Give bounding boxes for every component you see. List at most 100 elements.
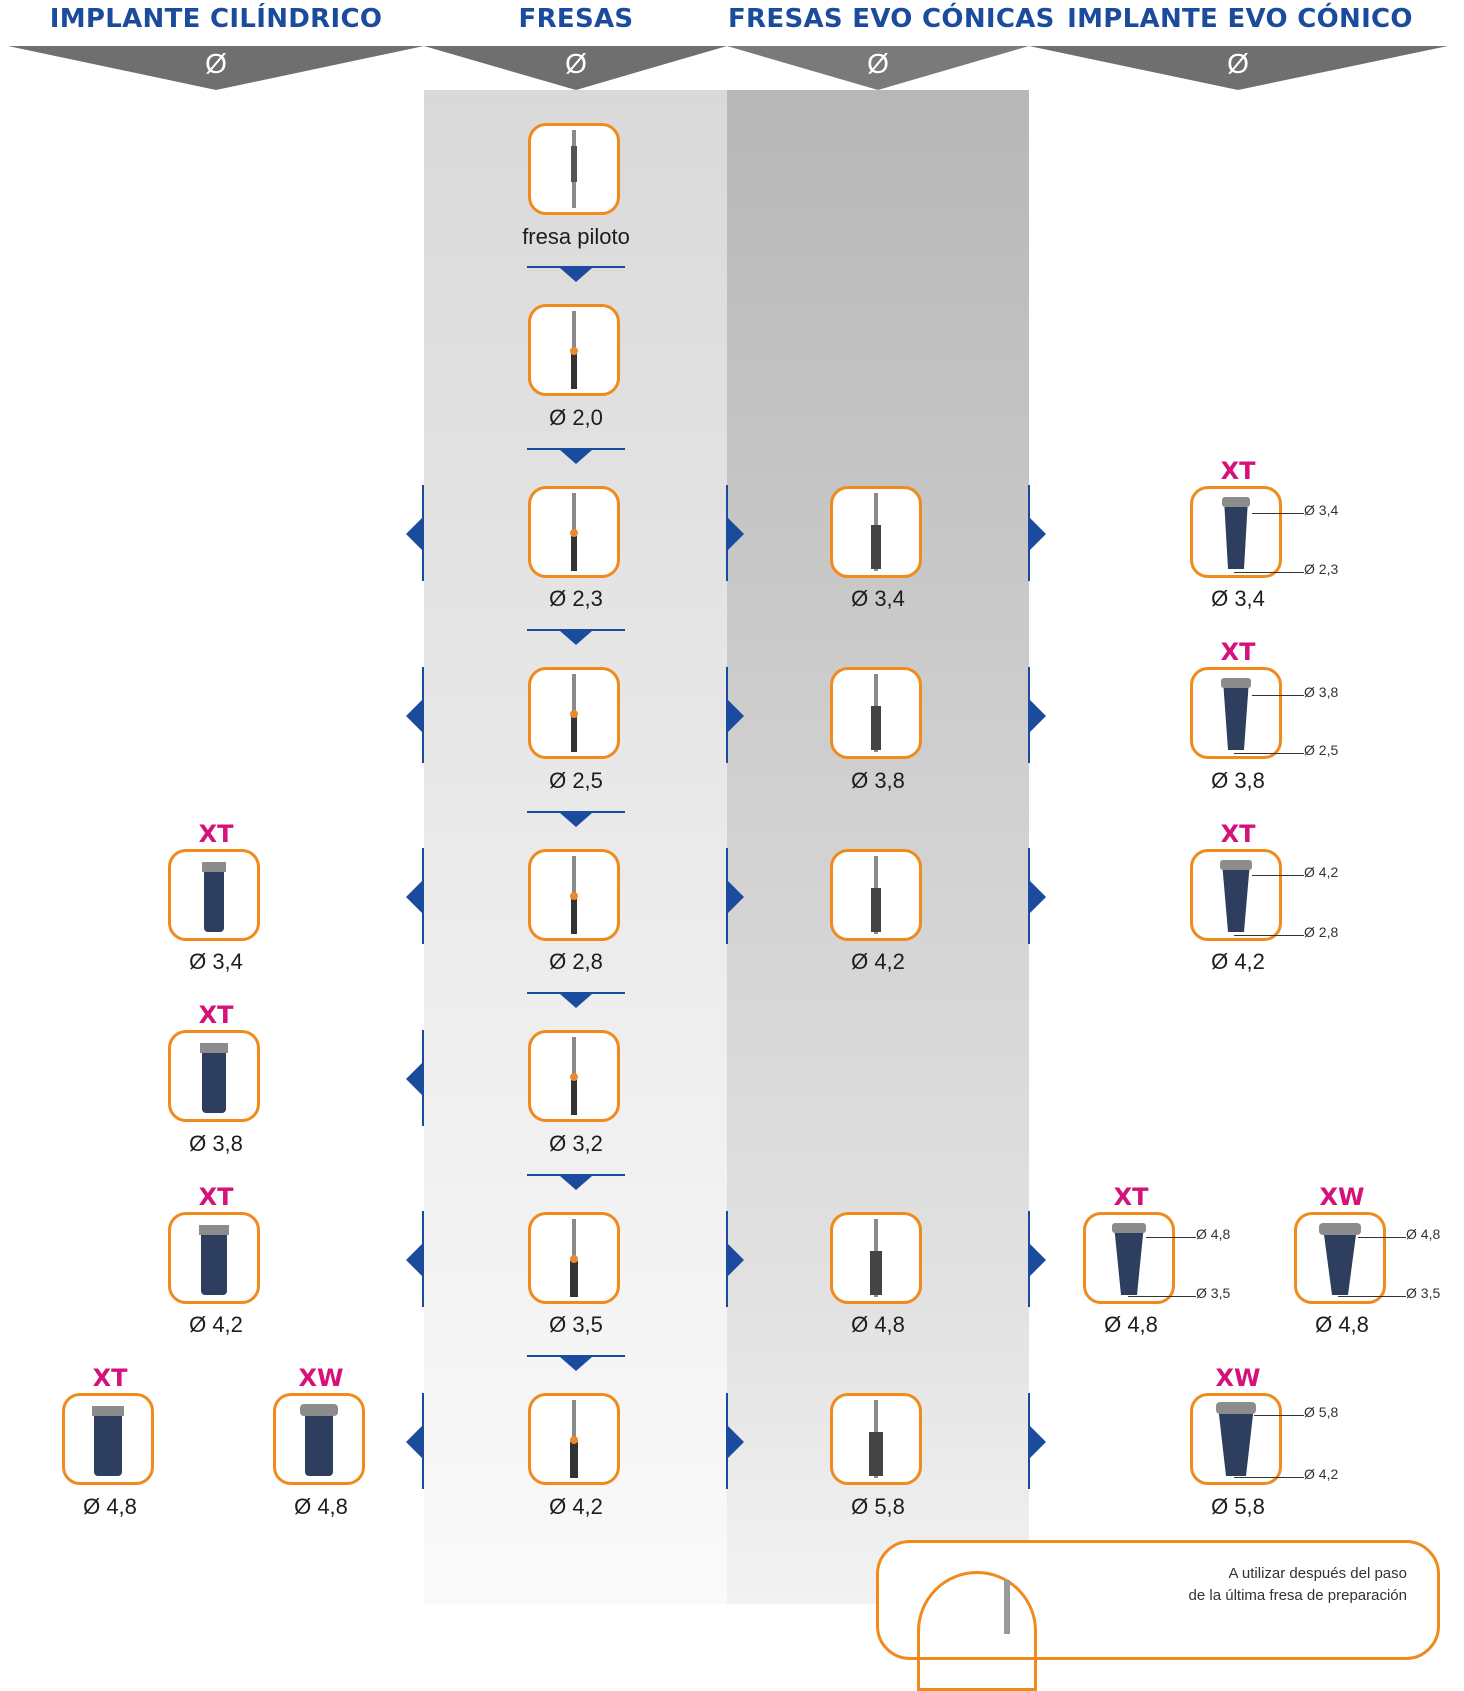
evo-drill-card-4-2[interactable] (830, 849, 922, 941)
implant-tag: XT (198, 820, 234, 848)
cyl-implant-card-4-8-xt[interactable] (62, 1393, 154, 1485)
evo-drill-icon (869, 1400, 883, 1478)
cyl-implant-label-3-8: Ø 3,8 (189, 1131, 243, 1156)
dimension-line (1252, 513, 1304, 514)
flow-divider (527, 811, 625, 813)
evo-implant-card-4-2[interactable] (1190, 849, 1282, 941)
drill-3-5-icon (570, 1219, 578, 1297)
drill-label-pilot: fresa piloto (522, 224, 630, 249)
header-implante-cilindrico: IMPLANTE CILÍNDRICO (49, 4, 383, 34)
drill-label-4-2: Ø 4,2 (549, 1494, 603, 1519)
dimension-top: Ø 3,4 (1304, 502, 1339, 518)
evo-fresas-column-bg (727, 90, 1029, 1604)
arrow-right (1030, 881, 1046, 913)
implant-icon (92, 1406, 124, 1476)
diameter-symbol-evo-fresas: Ø (867, 48, 889, 79)
arrow-right (728, 1426, 744, 1458)
arrow-right (1030, 1426, 1046, 1458)
evo-implant-label-4-8-xw: Ø 4,8 (1315, 1312, 1369, 1337)
implant-tag: XT (1220, 820, 1256, 848)
evo-implant-card-3-8[interactable] (1190, 667, 1282, 759)
drill-card-2-8[interactable] (528, 849, 620, 941)
header-banner (8, 46, 1448, 90)
evo-implant-card-4-8-xt[interactable] (1083, 1212, 1175, 1304)
evo-drill-card-3-4[interactable] (830, 486, 922, 578)
drill-card-3-2[interactable] (528, 1030, 620, 1122)
implant-icon (1220, 860, 1252, 932)
flow-arrow-down (560, 631, 592, 645)
connector-right (726, 1211, 728, 1307)
dimension-bottom: Ø 2,3 (1304, 561, 1339, 577)
diameter-symbol-fresas: Ø (565, 48, 587, 79)
evo-implant-label-4-8-xt: Ø 4,8 (1104, 1312, 1158, 1337)
drill-label-2-0: Ø 2,0 (549, 405, 603, 430)
arrow-right (1030, 518, 1046, 550)
arrow-right (728, 1244, 744, 1276)
dimension-bottom: Ø 3,5 (1406, 1285, 1441, 1301)
implant-icon (202, 862, 226, 932)
connector-left (422, 667, 424, 763)
arrow-left (406, 1063, 422, 1095)
drill-card-3-5[interactable] (528, 1212, 620, 1304)
evo-drill-icon (871, 493, 881, 571)
dimension-line (1252, 875, 1304, 876)
flow-divider (527, 992, 625, 994)
implant-icon (1222, 497, 1250, 569)
arrow-left (406, 881, 422, 913)
evo-implant-card-3-4[interactable] (1190, 486, 1282, 578)
drill-2-5-icon (570, 674, 578, 752)
flow-arrow-down (560, 1176, 592, 1190)
connector-right (726, 1393, 728, 1489)
implant-tag: XT (1220, 457, 1256, 485)
dimension-top: Ø 4,2 (1304, 864, 1339, 880)
dimension-line (1252, 695, 1304, 696)
diameter-symbol-evo-implante: Ø (1227, 48, 1249, 79)
cyl-implant-card-4-8-xw[interactable] (273, 1393, 365, 1485)
dimension-bottom: Ø 4,2 (1304, 1466, 1339, 1482)
evo-implant-card-5-8[interactable] (1190, 1393, 1282, 1485)
cyl-implant-card-4-2[interactable] (168, 1212, 260, 1304)
cyl-implant-card-3-8[interactable] (168, 1030, 260, 1122)
banner-evo-fresas (727, 46, 1029, 90)
drill-card-4-2[interactable] (528, 1393, 620, 1485)
drill-label-3-2: Ø 3,2 (549, 1131, 603, 1156)
banner-evo-implante (1029, 46, 1448, 90)
dimension-line (1254, 1415, 1304, 1416)
implant-tag: XW (1319, 1183, 1365, 1211)
arrow-right (728, 700, 744, 732)
connector-right (726, 848, 728, 944)
implant-icon (1319, 1223, 1361, 1295)
implant-icon (300, 1404, 338, 1476)
evo-drill-card-5-8[interactable] (830, 1393, 922, 1485)
drill-label-2-8: Ø 2,8 (549, 949, 603, 974)
evo-implant-card-4-8-xw[interactable] (1294, 1212, 1386, 1304)
drill-card-2-0[interactable] (528, 304, 620, 396)
evo-implant-label-3-8: Ø 3,8 (1211, 768, 1265, 793)
implant-tag: XT (198, 1183, 234, 1211)
arrow-right (1030, 700, 1046, 732)
drill-card-2-5[interactable] (528, 667, 620, 759)
arrow-left (406, 1426, 422, 1458)
cyl-implant-card-3-4[interactable] (168, 849, 260, 941)
flow-arrow-down (560, 813, 592, 827)
banner-fresas (424, 46, 727, 90)
evo-drill-card-4-8[interactable] (830, 1212, 922, 1304)
flow-arrow-down (560, 450, 592, 464)
evo-drill-label-4-2: Ø 4,2 (851, 949, 905, 974)
evo-drill-card-3-8[interactable] (830, 667, 922, 759)
implant-icon (1221, 678, 1251, 750)
dimension-bottom: Ø 2,8 (1304, 924, 1339, 940)
dimension-bottom: Ø 3,5 (1196, 1285, 1231, 1301)
flow-divider (527, 448, 625, 450)
diameter-symbol-cilindrico: Ø (205, 48, 227, 79)
evo-drill-icon (871, 674, 881, 752)
drill-card-2-3[interactable] (528, 486, 620, 578)
dimension-line (1128, 1296, 1196, 1297)
cyl-implant-label-4-8-xt: Ø 4,8 (83, 1494, 137, 1519)
banner-cilindrico (8, 46, 424, 90)
flow-arrow-down (560, 1357, 592, 1371)
implant-tag: XT (1113, 1183, 1149, 1211)
evo-implant-label-5-8: Ø 5,8 (1211, 1494, 1265, 1519)
tool-icon (917, 1571, 1037, 1691)
drill-card-pilot[interactable] (528, 123, 620, 215)
